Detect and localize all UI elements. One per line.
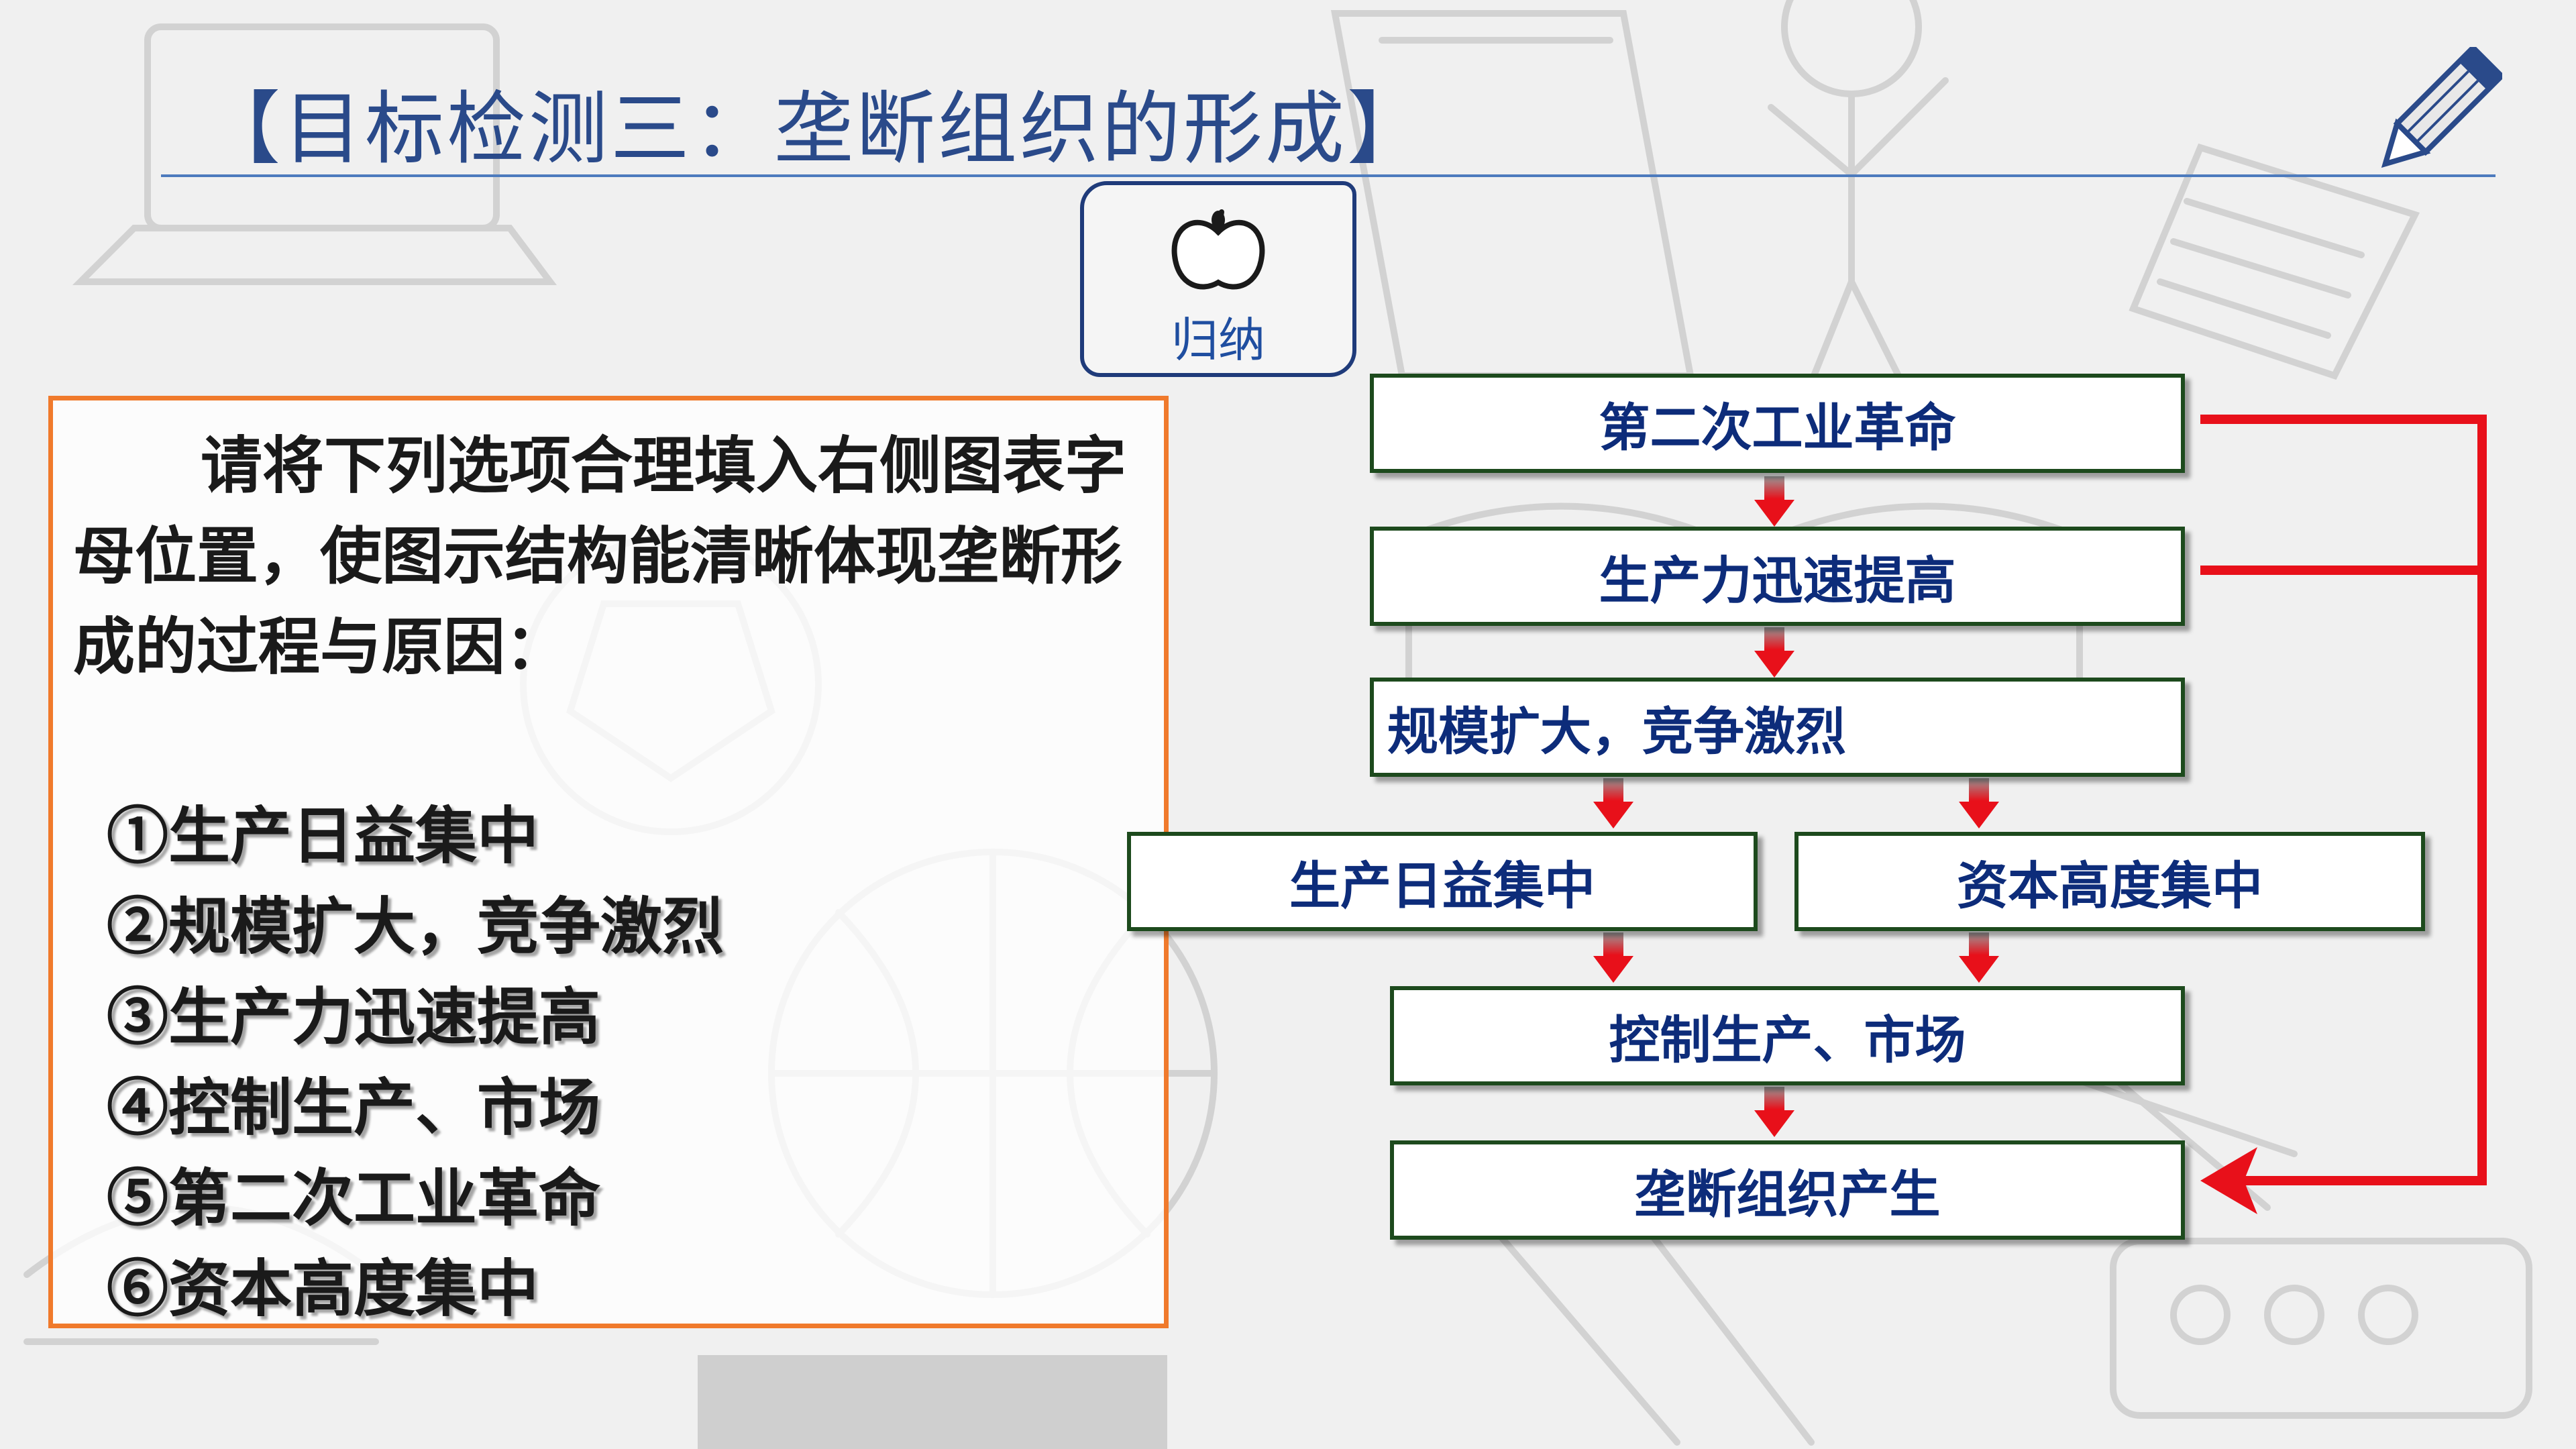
pencil-icon (2381, 47, 2502, 168)
option-item: ②规模扩大，竞争激烈 (107, 890, 724, 963)
flow-node-2: 生产力迅速提高 (1370, 527, 2185, 626)
flow-node-text: 控制生产、市场 (1609, 1010, 1966, 1070)
option-item: ①生产日益集中 (107, 800, 539, 872)
option-item: ④控制生产、市场 (107, 1071, 601, 1144)
apple-icon (1171, 209, 1265, 290)
flow-node-1: 第二次工业革命 (1370, 374, 2185, 473)
option-item: ⑤第二次工业革命 (107, 1162, 601, 1234)
flow-node-text: 垄断组织产生 (1634, 1165, 1941, 1224)
flow-node-7: 垄断组织产生 (1390, 1140, 2185, 1240)
flow-node-text: 资本高度集中 (1957, 856, 2263, 916)
page-title: 【目标检测三：垄断组织的形成】 (201, 83, 1430, 175)
flow-node-text: 规模扩大，竞争激烈 (1387, 702, 1846, 761)
summary-badge: 归纳 (1080, 181, 1356, 377)
flow-node-text: 第二次工业革命 (1599, 398, 1956, 458)
badge-label: 归纳 (1171, 313, 1265, 368)
option-item: ③生产力迅速提高 (107, 981, 601, 1053)
title-underline (161, 174, 2496, 177)
flow-node-3: 规模扩大，竞争激烈 (1370, 678, 2185, 777)
question-instruction: 请将下列选项合理填入右侧图表字母位置，使图示结构能清晰体现垄断形成的过程与原因： (73, 429, 1127, 683)
flow-node-6: 控制生产、市场 (1390, 986, 2185, 1085)
flow-node-4: 生产日益集中 (1127, 832, 1758, 931)
flow-node-text: 生产日益集中 (1289, 856, 1595, 916)
question-box: 请将下列选项合理填入右侧图表字母位置，使图示结构能清晰体现垄断形成的过程与原因：… (48, 396, 1169, 1328)
flow-node-5: 资本高度集中 (1794, 832, 2425, 931)
flow-node-text: 生产力迅速提高 (1599, 551, 1956, 610)
option-item: ⑥资本高度集中 (107, 1252, 539, 1325)
